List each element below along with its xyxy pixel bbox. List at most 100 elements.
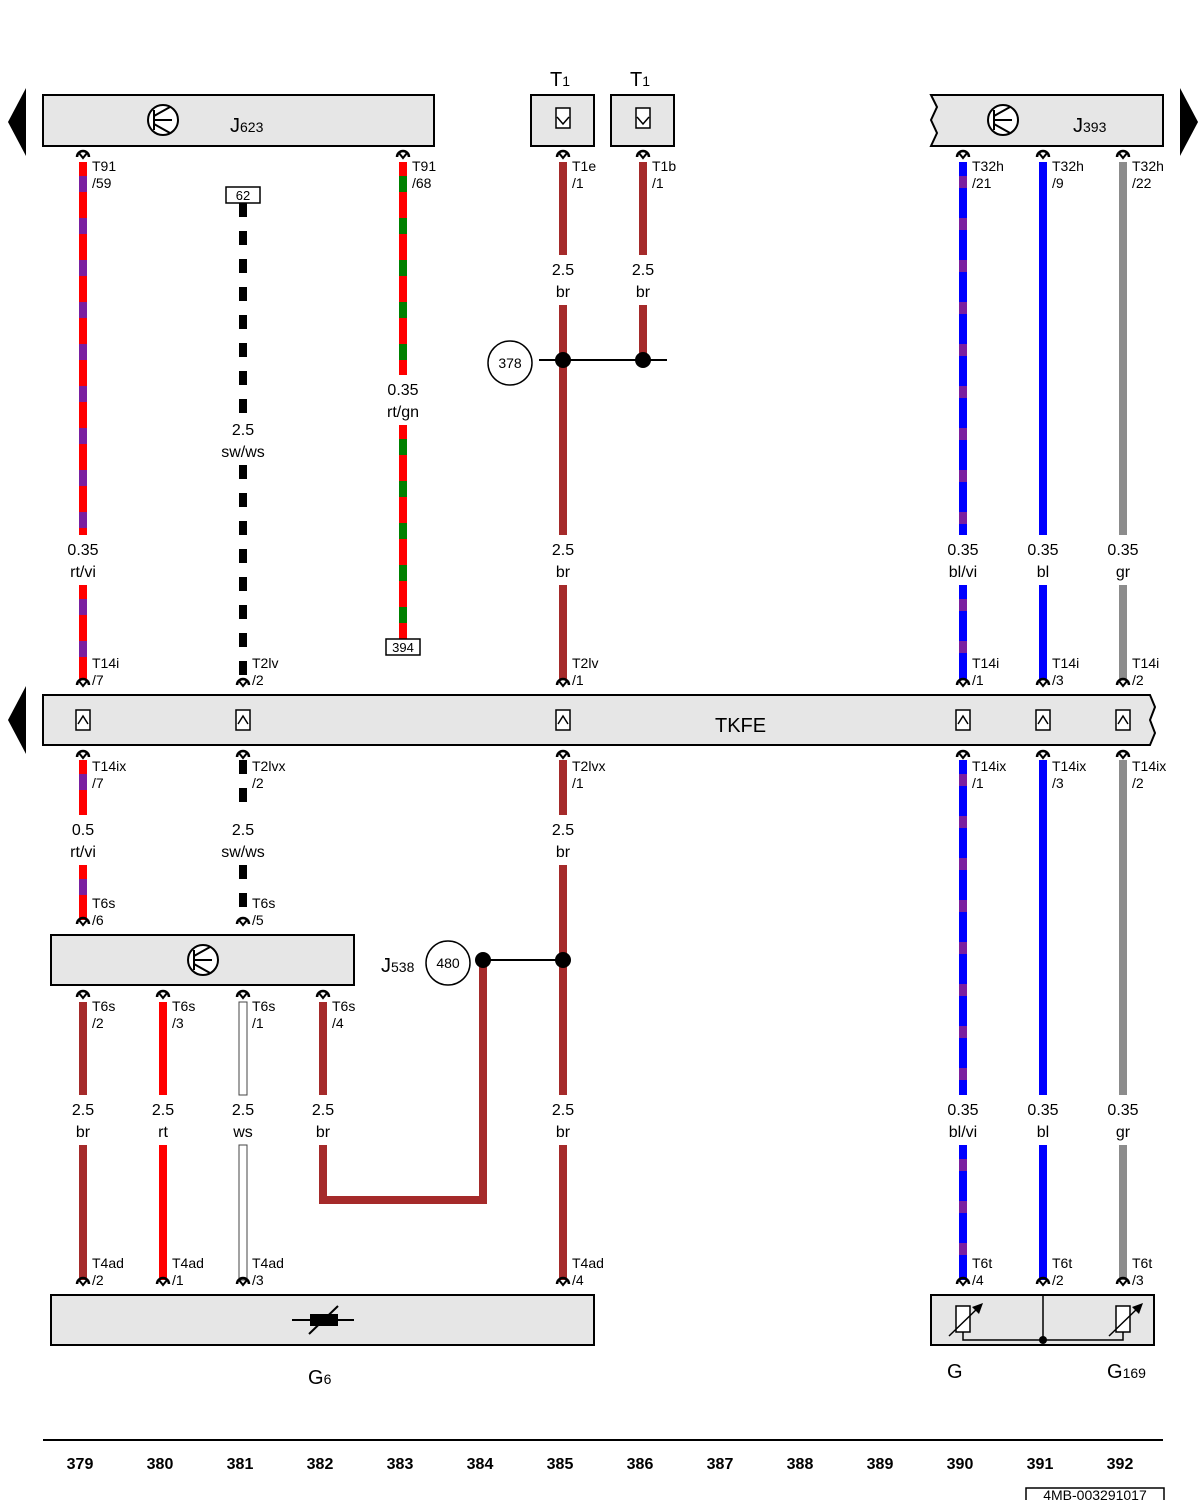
terminal-t2lv-1[interactable] — [555, 677, 571, 688]
component-g6[interactable]: G6 — [50, 1294, 595, 1389]
pin-label-t4ad-3: T4ad/3 — [252, 1255, 284, 1288]
pin-label-t6s-3: T6s/3 — [172, 998, 195, 1031]
pin-label-t14ix-3: T14ix/3 — [1052, 758, 1086, 791]
pin-label-t6s-1: T6s/1 — [252, 998, 275, 1031]
terminal-t6t-2[interactable] — [1035, 1276, 1051, 1287]
terminal-t32h-21[interactable] — [955, 149, 971, 160]
pin-label-t2lvx-1: T2lvx/1 — [572, 758, 605, 791]
page-right-arrow-top[interactable] — [1180, 88, 1198, 156]
terminal-t6s-5[interactable] — [235, 916, 251, 927]
terminal-t14i-1[interactable] — [955, 677, 971, 688]
terminal-t14ix-1[interactable] — [955, 749, 971, 760]
pin-label-t14ix-7: T14ix/7 — [92, 758, 126, 791]
terminal-t4ad-4[interactable] — [555, 1276, 571, 1287]
terminal-t6s-1[interactable] — [235, 989, 251, 1000]
terminal-t4ad-2[interactable] — [75, 1276, 91, 1287]
junction-dot — [635, 352, 651, 368]
column-number: 383 — [387, 1456, 414, 1473]
document-code-box: 4MB-003291017 — [1025, 1487, 1165, 1500]
page-left-arrow-middle[interactable] — [8, 686, 26, 754]
column-number: 388 — [787, 1456, 814, 1473]
connector-t1-right[interactable]: T1 — [610, 69, 675, 147]
junction-dot — [555, 352, 571, 368]
connector-t1-left[interactable]: T1 — [530, 69, 595, 147]
terminal-t1e-1[interactable] — [555, 149, 571, 160]
terminal-t91-59[interactable] — [75, 149, 91, 160]
terminal-t6t-4[interactable] — [955, 1276, 971, 1287]
ref-circle-378[interactable]: 378 — [487, 340, 533, 386]
terminal-t14ix-7[interactable] — [75, 749, 91, 760]
svg-text:4MB-003291017: 4MB-003291017 — [1043, 1487, 1147, 1500]
g169-label: G169 — [1107, 1361, 1146, 1383]
terminal-t14i-3[interactable] — [1035, 677, 1051, 688]
terminal-t32h-9[interactable] — [1035, 149, 1051, 160]
page-left-arrow-top[interactable] — [8, 88, 26, 156]
pin-label-t1e-1: T1e/1 — [572, 158, 596, 191]
terminal-t4ad-3[interactable] — [235, 1276, 251, 1287]
terminal-t6t-3[interactable] — [1115, 1276, 1131, 1287]
ref-box-394[interactable]: 394 — [385, 638, 421, 656]
column-number: 390 — [947, 1456, 974, 1473]
pin-label-t6t-2: T6t/2 — [1052, 1255, 1072, 1288]
terminals-layer — [75, 149, 1131, 1287]
component-j393[interactable]: J393 — [929, 94, 1164, 147]
g-label: G — [947, 1361, 963, 1383]
junction-dot — [555, 952, 571, 968]
terminal-t14i-7[interactable] — [75, 677, 91, 688]
svg-text:378: 378 — [498, 355, 522, 371]
pin-label-t14i-1: T14i/1 — [972, 655, 999, 688]
terminal-t14ix-3[interactable] — [1035, 749, 1051, 760]
column-number: 385 — [547, 1456, 574, 1473]
terminal-t14ix-2[interactable] — [1115, 749, 1131, 760]
pin-label-t4ad-1: T4ad/1 — [172, 1255, 204, 1288]
t1-right-label: T1 — [630, 69, 650, 91]
terminal-t14i-2[interactable] — [1115, 677, 1131, 688]
component-g-g169[interactable]: G G169 — [930, 1294, 1155, 1383]
pin-label-t14i-2: T14i/2 — [1132, 655, 1159, 688]
svg-text:62: 62 — [236, 188, 250, 203]
svg-text:480: 480 — [436, 955, 460, 971]
terminal-t32h-22[interactable] — [1115, 149, 1131, 160]
pin-label-t91-68: T91/68 — [412, 158, 436, 191]
terminal-t6s-3[interactable] — [155, 989, 171, 1000]
j623-label: J623 — [230, 115, 264, 137]
terminal-t2lvx-1[interactable] — [555, 749, 571, 760]
pin-label-t6t-4: T6t/4 — [972, 1255, 992, 1288]
component-j538[interactable]: J538 — [50, 934, 415, 986]
terminal-t6s-2[interactable] — [75, 989, 91, 1000]
terminal-t2lv-2[interactable] — [235, 677, 251, 688]
t1-right-socket-icon — [635, 107, 651, 129]
ground-bus-378 — [539, 352, 667, 368]
terminal-t4ad-1[interactable] — [155, 1276, 171, 1287]
component-tkfe[interactable]: TKFE — [42, 694, 1157, 746]
terminal-t2lvx-2[interactable] — [235, 749, 251, 760]
component-j623[interactable]: J623 — [42, 94, 435, 147]
terminal-t91-68[interactable] — [395, 149, 411, 160]
terminal-t6s-4[interactable] — [315, 989, 331, 1000]
tkfe-socket-icons — [75, 709, 1131, 731]
ground-bus-480 — [475, 952, 571, 968]
ref-box-62[interactable]: 62 — [225, 186, 261, 204]
svg-text:394: 394 — [392, 640, 414, 655]
column-number: 387 — [707, 1456, 734, 1473]
column-number: 384 — [467, 1456, 494, 1473]
ref-circle-480[interactable]: 480 — [425, 940, 471, 986]
terminal-t1b-1[interactable] — [635, 149, 651, 160]
terminal-t6s-6[interactable] — [75, 916, 91, 927]
